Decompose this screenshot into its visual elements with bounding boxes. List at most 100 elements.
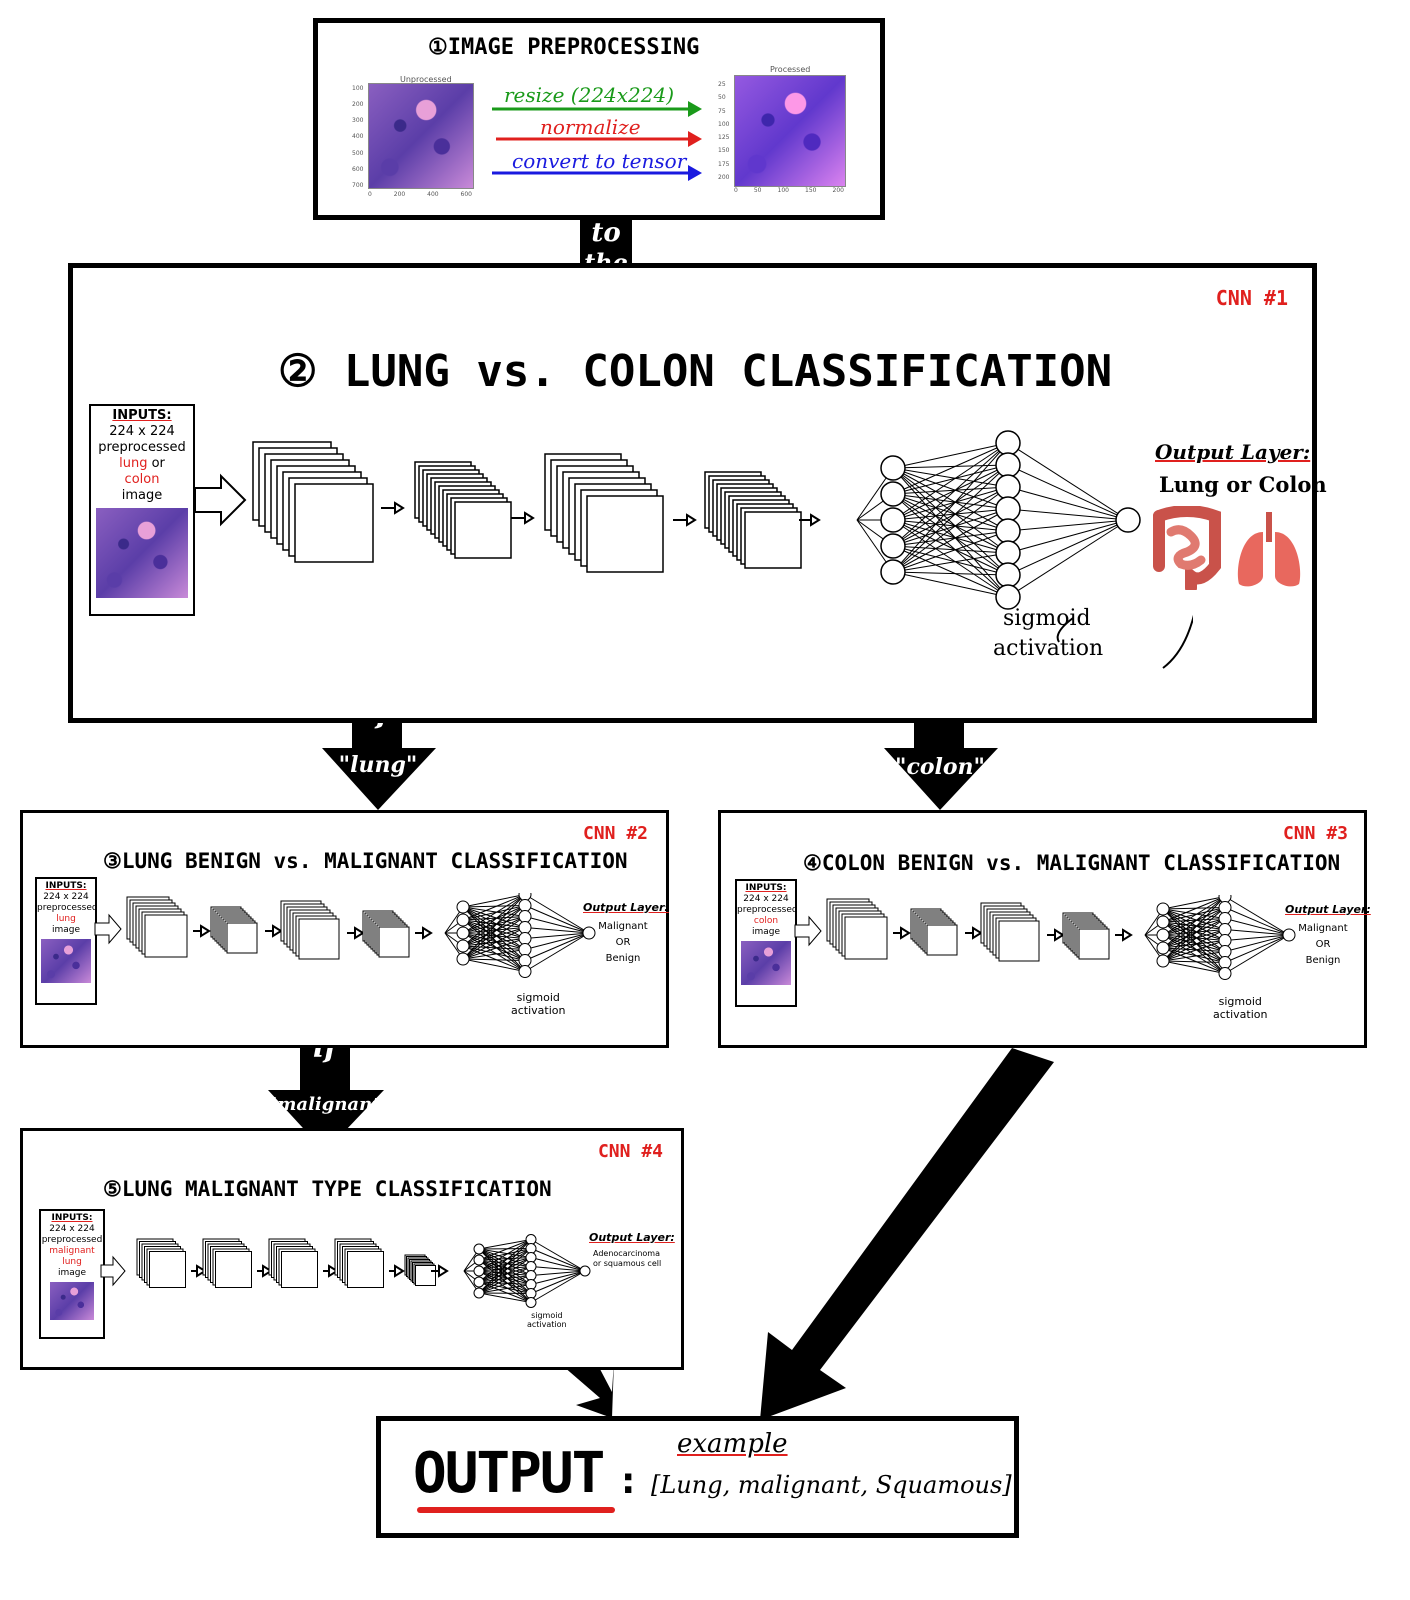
connection	[462, 927, 526, 934]
connection	[892, 519, 1009, 532]
connection	[462, 958, 526, 972]
arrow-step4-to-output	[760, 1048, 1054, 1420]
neuron	[473, 1265, 485, 1277]
connection	[462, 932, 526, 950]
connection	[892, 545, 1009, 554]
connection	[478, 1257, 532, 1294]
connection	[478, 1270, 532, 1276]
neuron	[995, 452, 1021, 478]
connection	[1162, 960, 1226, 974]
connection	[462, 894, 526, 947]
sigmoid-1: sigmoid	[516, 991, 560, 1004]
output-neuron	[582, 926, 596, 940]
inputs-lung: lung	[119, 456, 148, 471]
connection	[478, 1292, 532, 1294]
connection	[1007, 508, 1129, 521]
connection	[478, 1266, 532, 1272]
feature-map	[149, 1251, 186, 1288]
layer-arrow-head	[524, 511, 535, 525]
connection	[1007, 442, 1129, 521]
cnn4-output-values: Adenocarcinoma or squamous cell	[593, 1249, 661, 1269]
connection	[1162, 921, 1226, 930]
neuron	[1156, 941, 1170, 955]
cnn2-sigmoid: sigmoid activation	[511, 991, 565, 1017]
connection	[892, 493, 1009, 510]
connection	[478, 1266, 532, 1283]
connection	[892, 508, 1009, 521]
connection	[462, 938, 526, 960]
neuron	[1218, 912, 1232, 925]
neuron	[995, 496, 1021, 522]
tick: 400	[352, 133, 364, 141]
tick: 50	[753, 187, 762, 194]
neuron	[880, 507, 906, 533]
unprocessed-image-caption: Unprocessed	[400, 75, 452, 84]
feature-map	[144, 914, 188, 958]
cnn3-sigmoid: sigmoid activation	[1213, 995, 1267, 1021]
op-convert: convert to tensor	[512, 149, 687, 173]
connection	[462, 938, 526, 947]
tick: 600	[352, 165, 364, 173]
tick: 600	[460, 191, 472, 198]
feature-map	[415, 1265, 436, 1286]
cnn2-tag: CNN #2	[582, 823, 648, 844]
inputs-pre: preprocessed	[37, 903, 98, 913]
connection	[478, 1239, 532, 1294]
connection	[478, 1257, 532, 1261]
inputs-size: 224 x 224	[49, 1224, 95, 1234]
layer-arrow-head	[354, 926, 365, 940]
feature-map	[926, 924, 958, 956]
tick: 150	[718, 147, 730, 155]
connection	[462, 905, 526, 947]
arrow-if-lung	[322, 672, 436, 810]
connection	[1162, 929, 1226, 936]
connection	[530, 1239, 586, 1272]
connection	[892, 467, 1009, 554]
cnn4-tag: CNN #4	[597, 1141, 663, 1162]
connection	[1162, 907, 1226, 936]
inputs-image: image	[57, 1268, 87, 1278]
cnn3-output-values: Malignant OR Benign	[1283, 921, 1363, 969]
input-tissue-image	[41, 939, 91, 983]
op-resize: resize (224x224)	[504, 83, 675, 107]
feature-map	[226, 922, 258, 954]
sigmoid-2: activation	[1213, 1008, 1268, 1021]
connection	[478, 1257, 532, 1272]
inputs-heading: INPUTS:	[51, 1213, 93, 1223]
arrow-label-colon: "colon"	[894, 754, 986, 780]
connection	[524, 905, 590, 934]
layer-arrow-head	[1054, 928, 1065, 942]
connection	[462, 949, 526, 960]
connection	[1224, 929, 1290, 936]
connection	[892, 519, 1009, 554]
connection	[892, 442, 1009, 521]
connection	[892, 486, 1009, 547]
inputs-image: image	[121, 488, 163, 503]
connection	[892, 464, 1009, 547]
output-underline	[417, 1507, 615, 1513]
op-normalize: normalize	[540, 115, 641, 139]
feature-map	[586, 495, 664, 573]
connection	[892, 464, 1009, 521]
connection	[1162, 907, 1226, 923]
connection	[892, 493, 1009, 554]
cnn1-output-heading: Output Layer:	[1155, 440, 1311, 464]
cnn1-tag: CNN #1	[1215, 286, 1288, 310]
connection	[478, 1259, 532, 1276]
neuron	[518, 932, 532, 945]
neuron	[456, 900, 470, 914]
connection	[524, 927, 590, 934]
output-label: OUTPUT	[413, 1441, 605, 1506]
processed-yticks: 25 50 75 100 125 150 175 200	[718, 81, 729, 181]
cnn2-output-values: Malignant OR Benign	[583, 919, 663, 967]
output-benign: Benign	[1305, 955, 1341, 966]
connection	[1224, 934, 1290, 974]
arrow-label-to: to	[591, 218, 621, 248]
inputs-heading: INPUTS:	[745, 883, 787, 893]
inputs-size: 224 x 224	[743, 894, 789, 904]
cnn2-output-heading: Output Layer:	[583, 901, 669, 914]
connection	[530, 1270, 586, 1285]
neuron	[473, 1254, 485, 1266]
neuron	[518, 943, 532, 956]
connection	[462, 916, 526, 947]
